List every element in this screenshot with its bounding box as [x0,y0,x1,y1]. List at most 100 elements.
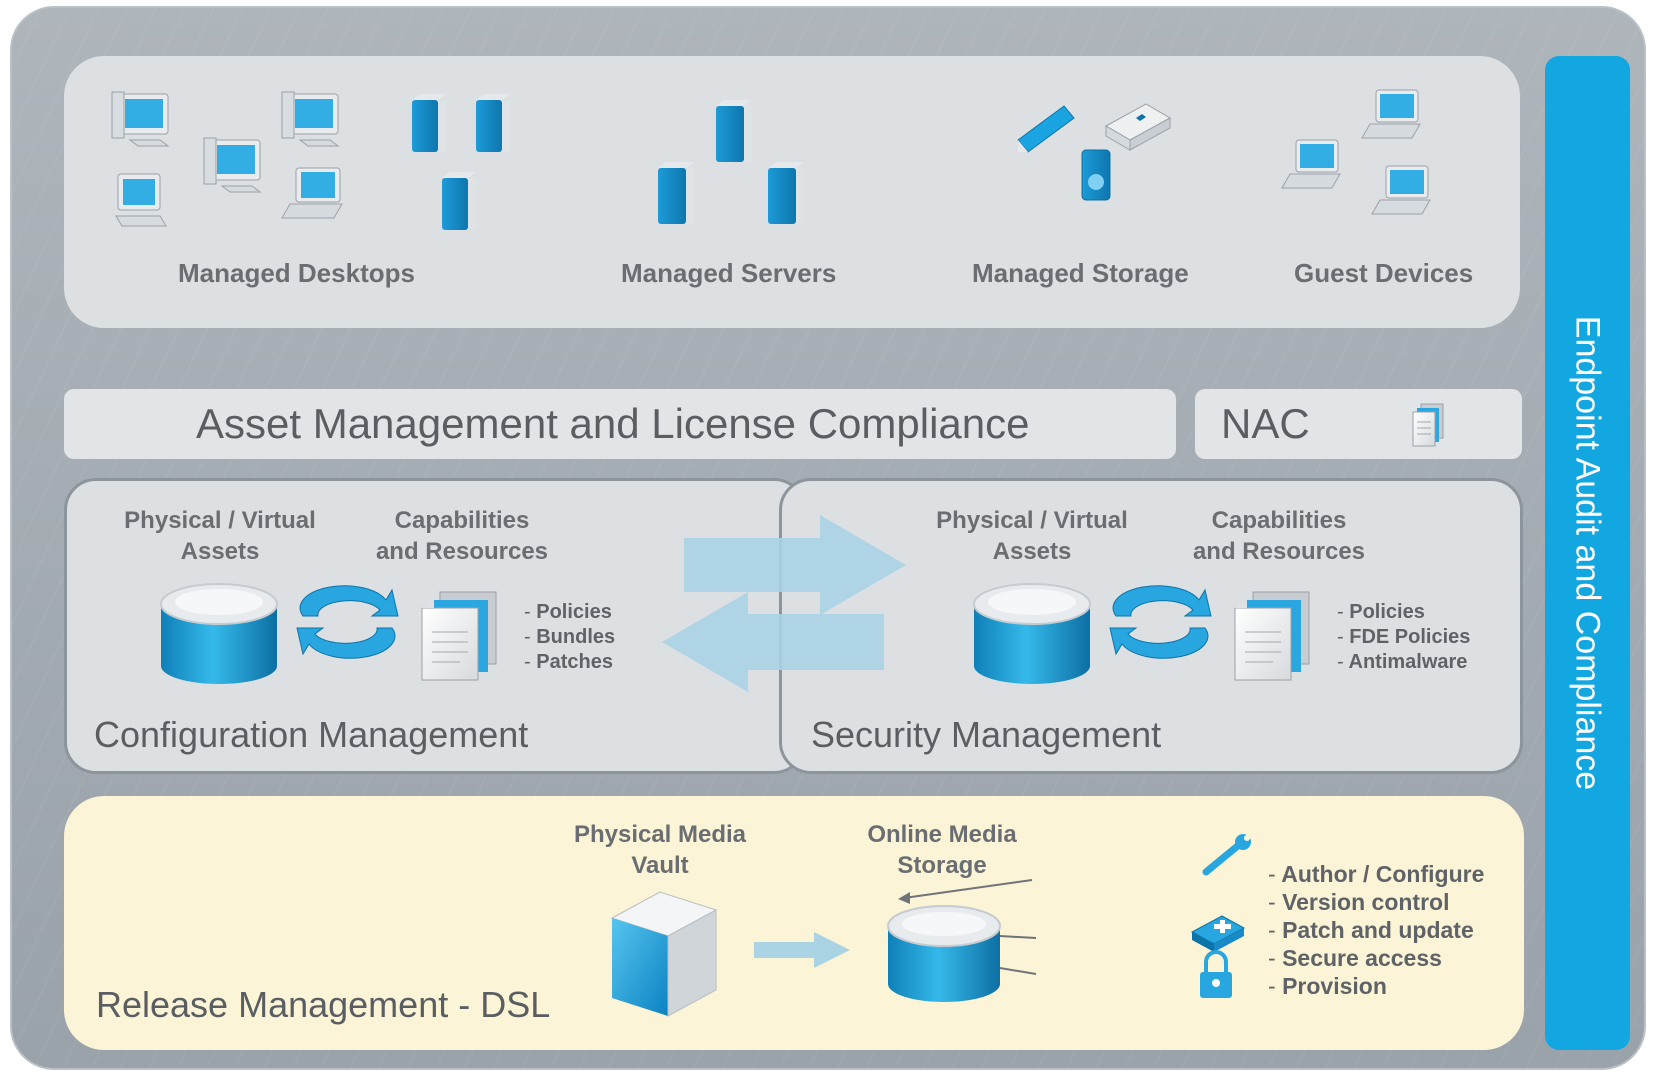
list-item: - Antimalware [1337,650,1470,675]
desktop-icon [111,91,170,147]
database-icon [973,583,1091,684]
list-item: - Patch and update [1268,916,1484,944]
asset-management-title: Asset Management and License Compliance [196,400,1030,447]
server-icon [476,94,510,152]
list-item-text: Patch and update [1282,917,1474,943]
config-capabilities-line1: Capabilities [394,507,530,534]
list-item: - Policies [524,600,615,625]
desktop-icon [115,173,167,227]
list-item-text: Policies [1349,601,1425,623]
list-dash: - [1337,651,1344,673]
release-items-list: - Author / Configure - Version control -… [1268,860,1484,1000]
database-icon [887,905,1001,1002]
cube-icon [610,891,718,1017]
server-icon [412,94,446,152]
list-item-text: Bundles [536,626,616,648]
database-icon [160,583,278,684]
external-drive-icon [1104,103,1172,151]
security-capabilities-line2: and Resources [1192,538,1366,565]
laptop-icon [281,167,343,219]
list-dash: - [1268,973,1276,999]
list-item-text: Policies [536,601,612,623]
security-capabilities-line1: Capabilities [1211,507,1347,534]
online-storage-heading: Online Media Storage [842,819,1042,881]
refresh-icon [296,585,399,659]
documents-icon [1234,591,1310,681]
security-assets-line2: Assets [992,538,1072,565]
server-icon [442,172,476,230]
config-items-list: - Policies - Bundles - Patches [524,600,615,675]
list-item: - Policies [1337,600,1470,625]
managed-storage-label: Managed Storage [972,258,1189,288]
laptop-icon [1371,165,1431,215]
list-item-text: FDE Policies [1349,626,1471,648]
connection-lines [898,879,1037,975]
list-dash: - [1268,945,1276,971]
patch-kit-icon [1190,915,1246,952]
list-dash: - [1268,861,1276,887]
list-item-text: Version control [1282,889,1450,915]
lock-icon [1200,950,1232,998]
wrench-icon [1202,834,1251,876]
list-item: - Provision [1268,972,1484,1000]
list-item: - Author / Configure [1268,860,1484,888]
server-icon [658,162,694,224]
list-item-text: Patches [536,651,613,673]
list-dash: - [1268,889,1276,915]
laptop-icon [1361,89,1421,139]
list-dash: - [1268,917,1276,943]
list-item: - Bundles [524,625,615,650]
config-capabilities-heading: Capabilities and Resources [360,505,564,567]
list-dash: - [1337,626,1344,648]
security-management-title: Security Management [811,714,1162,755]
guest-devices-label: Guest Devices [1294,258,1474,288]
list-dash: - [524,601,531,623]
config-capabilities-line2: and Resources [375,538,549,565]
list-item: - Secure access [1268,944,1484,972]
desktop-icon [203,137,262,193]
list-item-text: Provision [1282,973,1387,999]
list-dash: - [524,626,531,648]
vault-line1: Physical Media [573,821,747,848]
document-icon [1412,403,1444,447]
documents-icon [421,591,497,681]
arrow-right-icon [754,932,850,968]
refresh-icon [1109,585,1212,659]
config-assets-line1: Physical / Virtual [124,507,316,534]
security-assets-heading: Physical / Virtual Assets [924,505,1140,567]
arrow-right-icon [684,515,906,615]
online-storage-line2: Storage [897,852,987,879]
security-management-panel [779,478,1523,774]
list-item-text: Secure access [1282,945,1442,971]
server-icon [716,100,752,162]
release-management-panel [64,796,1524,1050]
list-item: - Patches [524,650,615,675]
list-dash: - [1337,601,1344,623]
config-assets-line2: Assets [180,538,260,565]
security-assets-line1: Physical / Virtual [936,507,1128,534]
security-capabilities-heading: Capabilities and Resources [1177,505,1381,567]
list-item: - FDE Policies [1337,625,1470,650]
endpoint-audit-bar [1545,56,1630,1050]
config-assets-heading: Physical / Virtual Assets [112,505,328,567]
media-player-icon [1081,149,1111,201]
usb-stick-icon [1017,105,1075,153]
endpoint-audit-title: Endpoint Audit and Compliance [1568,315,1607,791]
nac-title: NAC [1221,400,1310,447]
managed-servers-label: Managed Servers [621,258,837,288]
security-items-list: - Policies - FDE Policies - Antimalware [1337,600,1470,675]
configuration-management-title: Configuration Management [94,714,529,755]
server-icon [768,162,804,224]
arrow-left-icon [662,592,884,692]
vault-heading: Physical Media Vault [560,819,760,881]
laptop-icon [1281,139,1341,189]
desktop-icon [281,91,340,147]
managed-desktops-label: Managed Desktops [178,258,415,288]
list-item-text: Author / Configure [1281,861,1485,887]
nac-bar [1195,389,1522,459]
